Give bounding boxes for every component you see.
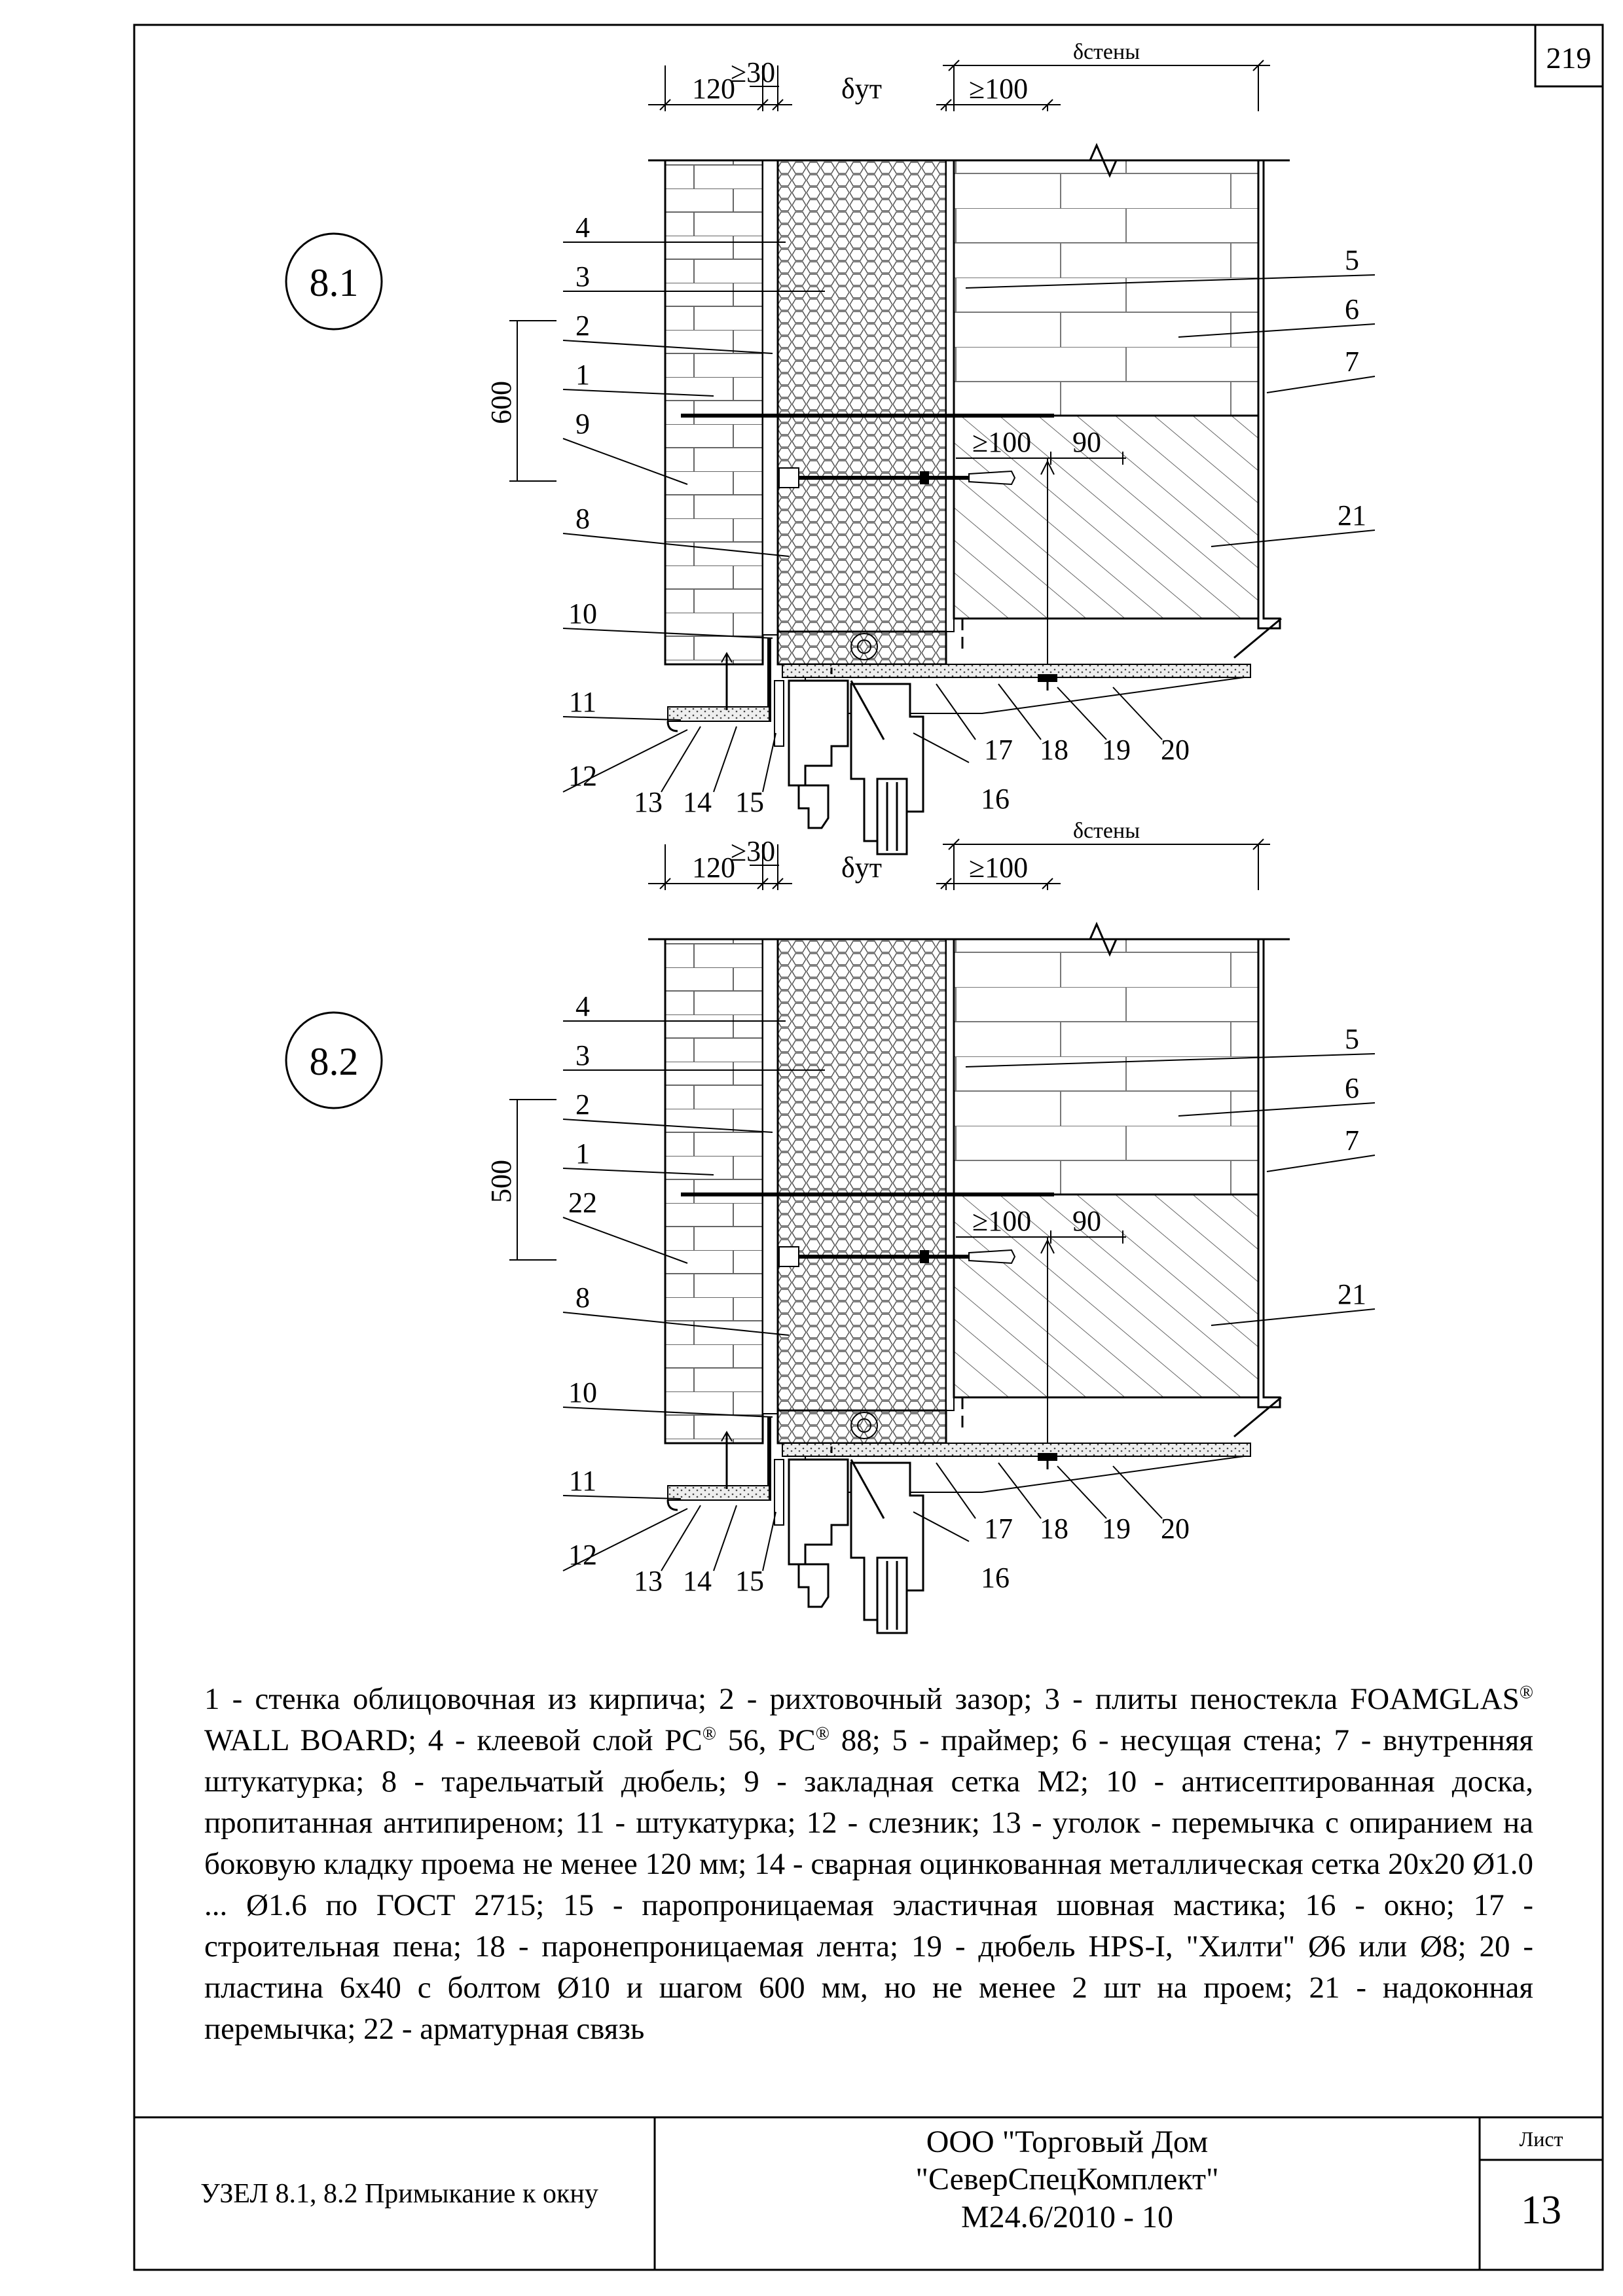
dim-dowel: ≥100 [969, 73, 1028, 105]
detail-8-2: 8.2 ≥30 120 δут δстены ≥100 ≥100 90 500 … [285, 819, 1375, 1633]
title-block-title: УЗЕЛ 8.1, 8.2 Примыкание к окну [200, 2179, 598, 2209]
callout: 9 [575, 408, 590, 440]
detail-8-1: 8.1 ≥30 120 δут δстены ≥100 ≥100 90 600 … [285, 40, 1375, 854]
dim-insulation: δут [841, 852, 882, 884]
dim-dowel-lower: ≥100 [972, 426, 1031, 458]
dim-gap: ≥30 [731, 56, 775, 88]
callout: 13 [634, 1565, 663, 1597]
callout: 16 [981, 783, 1010, 815]
callout: 22 [568, 1187, 597, 1219]
callout: 7 [1345, 346, 1359, 378]
dim-wall: δстены [1073, 40, 1140, 64]
callout: 2 [575, 1088, 590, 1121]
callout: 16 [981, 1562, 1010, 1594]
dim-edge: 90 [1072, 1205, 1101, 1237]
callout: 19 [1102, 1513, 1131, 1545]
callout: 17 [984, 1513, 1013, 1545]
title-block [134, 2116, 1603, 2270]
callout: 14 [683, 1565, 712, 1597]
legend: 1 - стенка облицовочная из кирпича; 2 - … [204, 1679, 1533, 2050]
dim-height: 600 [485, 381, 517, 424]
callout: 13 [634, 786, 663, 818]
document-code: М24.6/2010 - 10 [961, 2200, 1173, 2234]
dim-insulation: δут [841, 73, 882, 105]
callout: 10 [568, 598, 597, 630]
callout: 18 [1040, 1513, 1068, 1545]
legend-text: 56, PC [716, 1723, 816, 1757]
callout: 12 [568, 1539, 597, 1571]
callout: 5 [1345, 1023, 1359, 1055]
callout: 15 [735, 1565, 764, 1597]
org-line-1: ООО "Торговый Дом [926, 2125, 1209, 2159]
dim-height: 500 [485, 1160, 517, 1203]
callout: 1 [575, 1138, 590, 1170]
callout: 15 [735, 786, 764, 818]
sheet-label: Лист [1519, 2127, 1563, 2151]
callout: 8 [575, 503, 590, 535]
callout: 11 [569, 686, 596, 718]
callout: 17 [984, 734, 1013, 766]
dim-edge: 90 [1072, 426, 1101, 458]
registered-mark: ® [702, 1723, 717, 1744]
callout: 4 [575, 990, 590, 1022]
callout: 7 [1345, 1124, 1359, 1157]
callout: 20 [1161, 734, 1190, 766]
legend-text: 1 - стенка облицовочная из кирпича; 2 - … [204, 1682, 1520, 1716]
dim-brick: 120 [692, 73, 735, 105]
callout: 11 [569, 1465, 596, 1497]
dim-gap: ≥30 [731, 835, 775, 867]
callout: 2 [575, 310, 590, 342]
sheet-number: 13 [1521, 2188, 1561, 2233]
dim-dowel-lower: ≥100 [972, 1205, 1031, 1237]
callout: 10 [568, 1376, 597, 1408]
callout: 6 [1345, 293, 1359, 325]
legend-text: WALL BOARD; 4 - клеевой слой PC [204, 1723, 702, 1757]
callout: 4 [575, 211, 590, 243]
callout: 21 [1338, 1278, 1366, 1310]
callout: 14 [683, 786, 712, 818]
callout: 5 [1345, 244, 1359, 276]
callout: 18 [1040, 734, 1068, 766]
callout: 3 [575, 260, 590, 293]
detail-id: 8.1 [310, 261, 359, 304]
callout: 20 [1161, 1513, 1190, 1545]
page-number: 219 [1546, 41, 1592, 75]
callout: 1 [575, 359, 590, 391]
callout: 8 [575, 1282, 590, 1314]
callout: 19 [1102, 734, 1131, 766]
registered-mark: ® [1519, 1682, 1533, 1703]
legend-text: 88; 5 - праймер; 6 - несущая стена; 7 - … [204, 1723, 1533, 2046]
dim-dowel: ≥100 [969, 852, 1028, 884]
dim-brick: 120 [692, 852, 735, 884]
callout: 6 [1345, 1072, 1359, 1104]
detail-id: 8.2 [310, 1040, 359, 1083]
callout: 21 [1338, 499, 1366, 531]
registered-mark: ® [815, 1723, 830, 1744]
callout: 12 [568, 760, 597, 792]
org-line-2: "СеверСпецКомплект" [915, 2162, 1219, 2197]
dim-wall: δстены [1073, 819, 1140, 843]
callout: 3 [575, 1039, 590, 1071]
